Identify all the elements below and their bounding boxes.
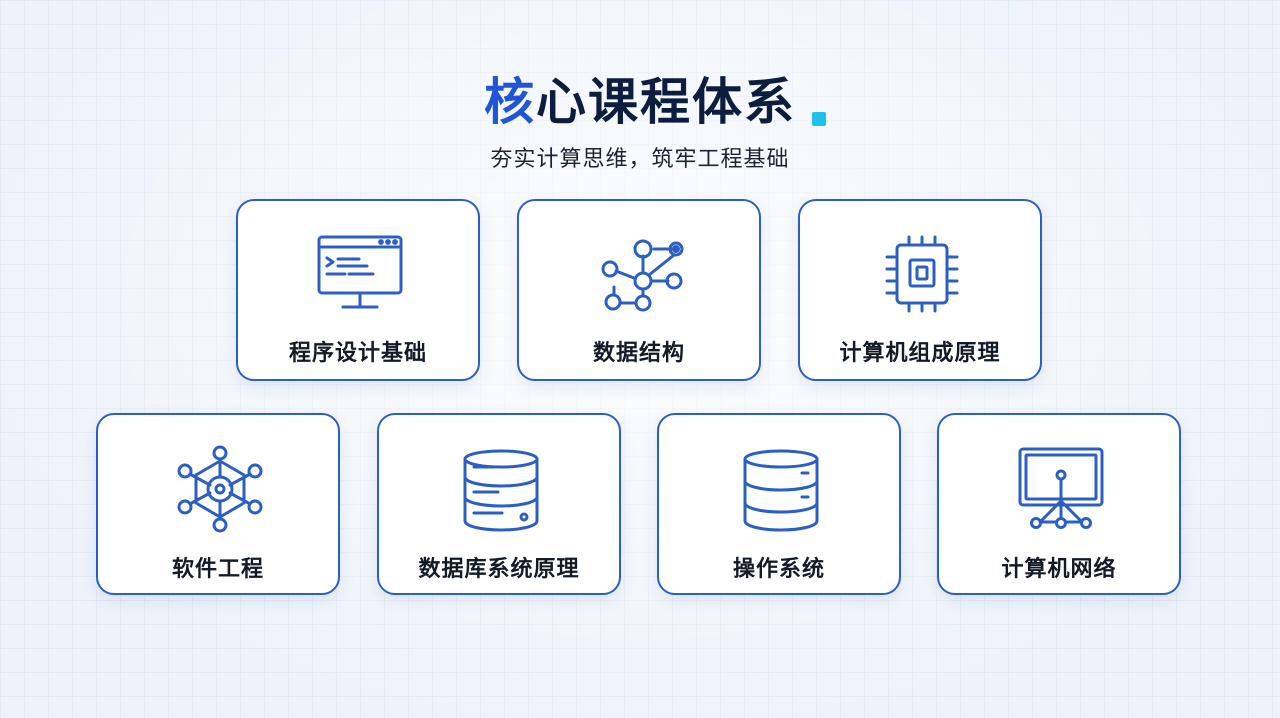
course-label: 软件工程 <box>171 557 264 582</box>
database-icon <box>463 449 539 532</box>
course-card-operating-system[interactable]: 操作系统 <box>657 413 901 595</box>
title-text: 心课程体系 <box>536 73 796 131</box>
title-dot-icon <box>812 112 826 126</box>
course-card-data-structures[interactable]: 数据结构 <box>517 199 761 381</box>
monitor-code-icon <box>317 235 403 309</box>
graph-nodes-icon <box>601 239 684 312</box>
course-card-programming[interactable]: 程序设计基础 <box>236 199 480 381</box>
course-label: 操作系统 <box>732 557 825 582</box>
course-card-computer-organization[interactable]: 计算机组成原理 <box>798 199 1042 381</box>
title-accent-char: 核 <box>484 73 536 131</box>
course-label: 数据结构 <box>592 341 685 366</box>
course-label: 计算机组成原理 <box>839 341 1001 366</box>
course-label: 程序设计基础 <box>288 341 427 366</box>
page-header: 核心课程体系 <box>0 62 1280 134</box>
cpu-chip-icon <box>885 235 959 313</box>
hub-network-icon <box>177 445 263 533</box>
network-monitor-icon <box>1018 447 1104 529</box>
course-card-computer-network[interactable]: 计算机网络 <box>937 413 1181 595</box>
page-title: 核心课程体系 <box>484 62 826 134</box>
page-subtitle: 夯实计算思维，筑牢工程基础 <box>490 147 790 172</box>
course-label: 计算机网络 <box>1001 557 1117 582</box>
course-label: 数据库系统原理 <box>418 557 580 582</box>
course-card-software-engineering[interactable]: 软件工程 <box>96 413 340 595</box>
server-stack-icon <box>743 449 819 532</box>
course-card-database[interactable]: 数据库系统原理 <box>377 413 621 595</box>
